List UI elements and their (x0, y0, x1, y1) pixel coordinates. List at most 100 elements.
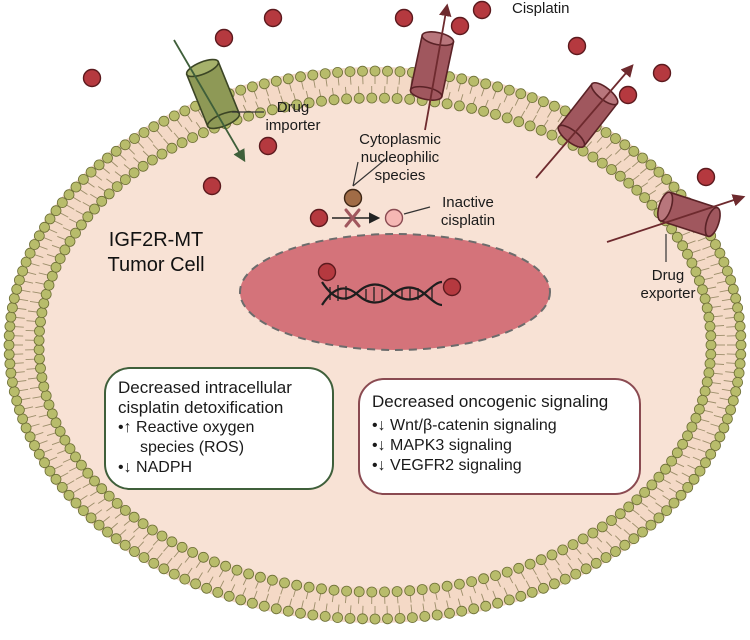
lipid-head (41, 289, 51, 299)
lipid-head (700, 386, 710, 396)
lipid-head (64, 190, 74, 200)
lipid-head (271, 76, 281, 86)
lipid-head (705, 321, 715, 331)
lipid-head (731, 387, 741, 397)
lipid-head (588, 152, 598, 162)
cisplatin-legend-label: Cisplatin (512, 0, 570, 18)
lipid-head (51, 418, 61, 428)
cytoplasmic-species-label: Cytoplasmic nucleophilic species (345, 131, 455, 185)
lipid-head (514, 563, 524, 573)
lipid-head (139, 553, 149, 563)
lipid-head (646, 160, 656, 170)
lipid-head (395, 613, 405, 623)
lipid-head (6, 312, 16, 322)
lipid-head (97, 484, 107, 494)
lipid-head (47, 409, 57, 419)
signaling-item-mapk3: •↓ MAPK3 signaling (372, 436, 627, 456)
cisplatin-molecule (620, 87, 637, 104)
lipid-head (6, 368, 16, 378)
detox-box-title: Decreased intracellular cisplatin detoxi… (118, 378, 320, 418)
lipid-head (392, 587, 402, 597)
lipid-head (704, 312, 714, 322)
lipid-head (34, 335, 44, 345)
lipid-head (380, 93, 390, 103)
cisplatin-molecule (569, 38, 586, 55)
cisplatin-molecule (216, 30, 233, 47)
lipid-head (479, 574, 489, 584)
lipid-head (209, 557, 219, 567)
lipid-head (722, 414, 732, 424)
lipid-head (624, 502, 634, 512)
lipid-head (527, 587, 537, 597)
lipid-head (383, 614, 393, 624)
signaling-item-vegfr2: •↓ VEGFR2 signaling (372, 456, 627, 476)
lipid-head (662, 174, 672, 184)
lipid-head (167, 143, 177, 153)
lipid-head (34, 345, 44, 355)
lipid-head (611, 134, 621, 144)
lipid-head (722, 266, 732, 276)
lipid-head (345, 67, 355, 77)
lipid-head (615, 509, 625, 519)
lipid-head (638, 153, 648, 163)
lipid-head (491, 571, 501, 581)
lipid-head (177, 542, 187, 552)
lipid-head (654, 472, 664, 482)
lipid-head (735, 321, 745, 331)
lipid-head (21, 257, 31, 267)
lipid-head (502, 113, 512, 123)
lipid-head (479, 106, 489, 116)
lipid-head (333, 613, 343, 623)
lipid-head (525, 121, 535, 131)
lipid-head (149, 122, 159, 132)
lipid-head (420, 611, 430, 621)
lipid-head (130, 547, 140, 557)
lipid-head (629, 534, 639, 544)
cisplatin-molecule (444, 279, 461, 296)
inactive-cisplatin-label: Inactive cisplatin (428, 194, 508, 230)
lipid-head (640, 487, 650, 497)
lipid-head (232, 565, 242, 575)
lipid-head (18, 266, 28, 276)
lipid-head (735, 359, 745, 369)
cisplatin-molecule (311, 210, 328, 227)
lipid-head (726, 405, 736, 415)
lipid-head (367, 93, 377, 103)
lipid-head (236, 85, 246, 95)
lipid-head (120, 175, 130, 185)
lipid-head (601, 553, 611, 563)
lipid-head (683, 482, 693, 492)
lipid-head (731, 293, 741, 303)
lipid-head (280, 578, 290, 588)
lipid-head (538, 583, 548, 593)
lipid-head (442, 581, 452, 591)
lipid-head (367, 587, 377, 597)
lipid-head (296, 608, 306, 618)
lipid-head (516, 591, 526, 601)
lipid-head (527, 93, 537, 103)
lipid-head (4, 349, 14, 359)
lipid-head (345, 613, 355, 623)
lipid-head (706, 340, 716, 350)
lipid-head (454, 579, 464, 589)
lipid-head (706, 349, 716, 359)
lipid-head (103, 153, 113, 163)
lipid-head (255, 572, 265, 582)
lipid-head (728, 396, 738, 406)
lipid-head (304, 582, 314, 592)
lipid-head (78, 174, 88, 184)
lipid-head (157, 149, 167, 159)
lipid-head (469, 604, 479, 614)
lipid-head (188, 133, 198, 143)
lipid-head (320, 611, 330, 621)
lipid-head (491, 109, 501, 119)
cisplatin-molecule (396, 10, 413, 27)
lipid-head (191, 579, 201, 589)
lipid-head (129, 512, 139, 522)
lipid-head (632, 185, 642, 195)
lipid-head (640, 193, 650, 203)
lipid-head (5, 359, 15, 369)
lipid-head (21, 423, 31, 433)
lipid-head (138, 519, 148, 529)
